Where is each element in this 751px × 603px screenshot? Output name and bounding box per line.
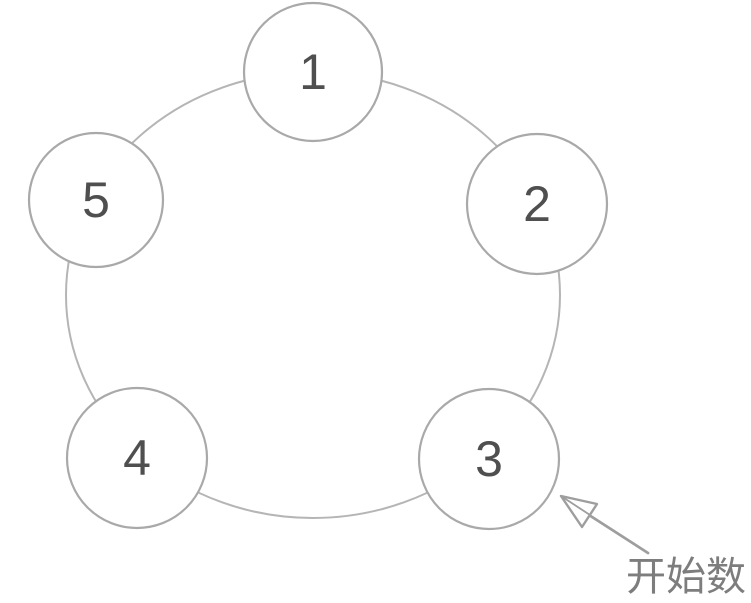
node-3-label: 3 — [475, 431, 503, 487]
node-3: 3 — [417, 387, 561, 531]
node-1-label: 1 — [299, 44, 327, 100]
start-label: 开始数 — [626, 555, 746, 599]
node-4-circle — [65, 386, 209, 530]
arrow-head-icon — [559, 494, 599, 529]
arrow-shaft — [587, 513, 650, 555]
node-5-circle — [27, 131, 165, 269]
node-2-circle — [465, 132, 609, 276]
node-2: 2 — [465, 132, 609, 276]
start-arrow — [559, 494, 650, 555]
node-5-label: 5 — [82, 172, 110, 228]
node-1: 1 — [242, 1, 384, 143]
node-5: 5 — [27, 131, 165, 269]
node-4: 4 — [65, 386, 209, 530]
node-3-circle — [417, 387, 561, 531]
node-1-circle — [242, 1, 384, 143]
node-4-label: 4 — [123, 430, 151, 486]
arrow-head-seam — [560, 495, 591, 516]
node-2-label: 2 — [523, 176, 551, 232]
